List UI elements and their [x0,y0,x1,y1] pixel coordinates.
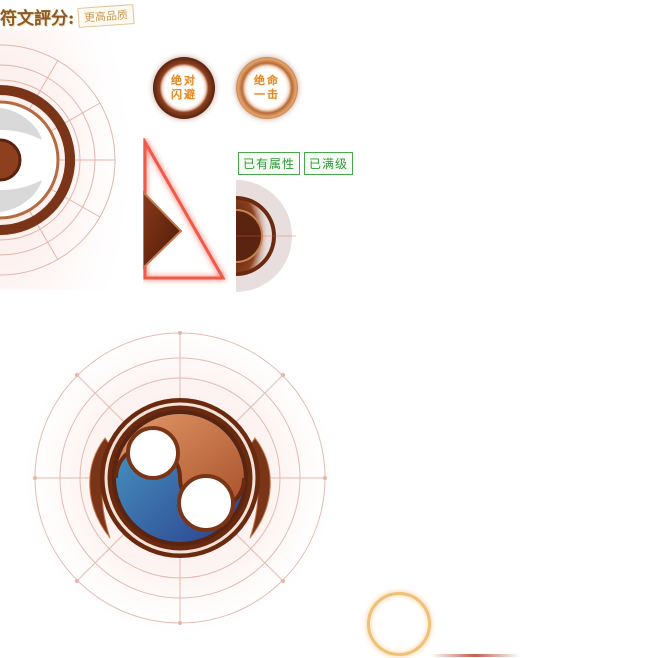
yin-yang-rune-emblem[interactable] [20,318,350,638]
gold-selection-ring[interactable] [367,592,431,656]
rune-emblem-small[interactable] [0,30,140,290]
half-rune-disc [236,180,296,292]
rune-score-title: 符文評分: [0,8,75,29]
owned-attribute-stamp: 已有属性 [238,152,301,175]
max-level-stamp: 已满级 [304,152,354,175]
fatal-strike-medal[interactable]: 绝命一击 [236,57,298,119]
rune-score-header: 符文評分: 更高品质 [0,2,135,30]
perfect-dodge-medal[interactable]: 绝对闪避 [153,57,215,119]
selection-triangle-icon [143,138,226,280]
quality-badge: 更高品质 [77,4,135,28]
fatal-strike-label: 绝命一击 [254,74,280,101]
status-stamps: 已有属性 已满级 [238,152,354,175]
bottom-glow-line [430,654,520,657]
perfect-dodge-label: 绝对闪避 [171,74,197,101]
